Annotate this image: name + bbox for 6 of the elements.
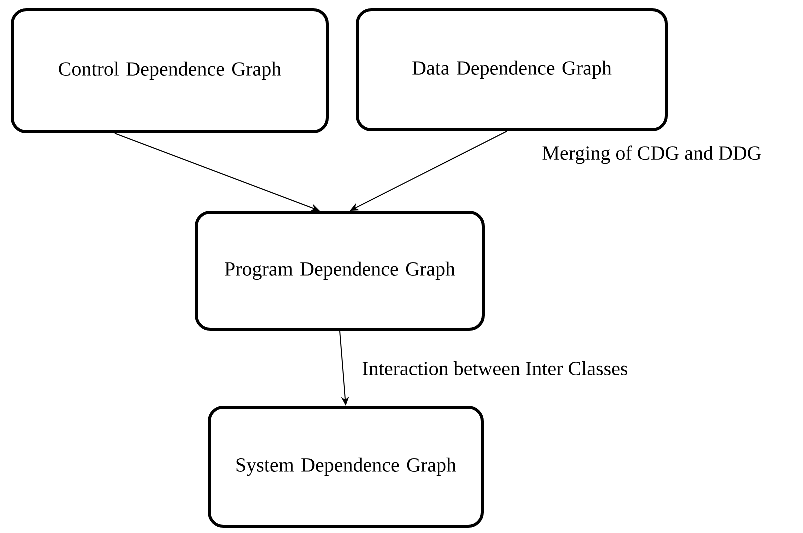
process-box: Program Dependence Graph — [195, 211, 485, 331]
edge-label: Interaction between Inter Classes — [361, 360, 630, 377]
annotation-text: Merging of CDG and DDG — [542, 146, 762, 164]
process-box: Data Dependence Graph — [356, 8, 668, 132]
process-box: Control Dependence Graph — [11, 8, 329, 134]
process-box: System Dependence Graph — [208, 406, 484, 528]
